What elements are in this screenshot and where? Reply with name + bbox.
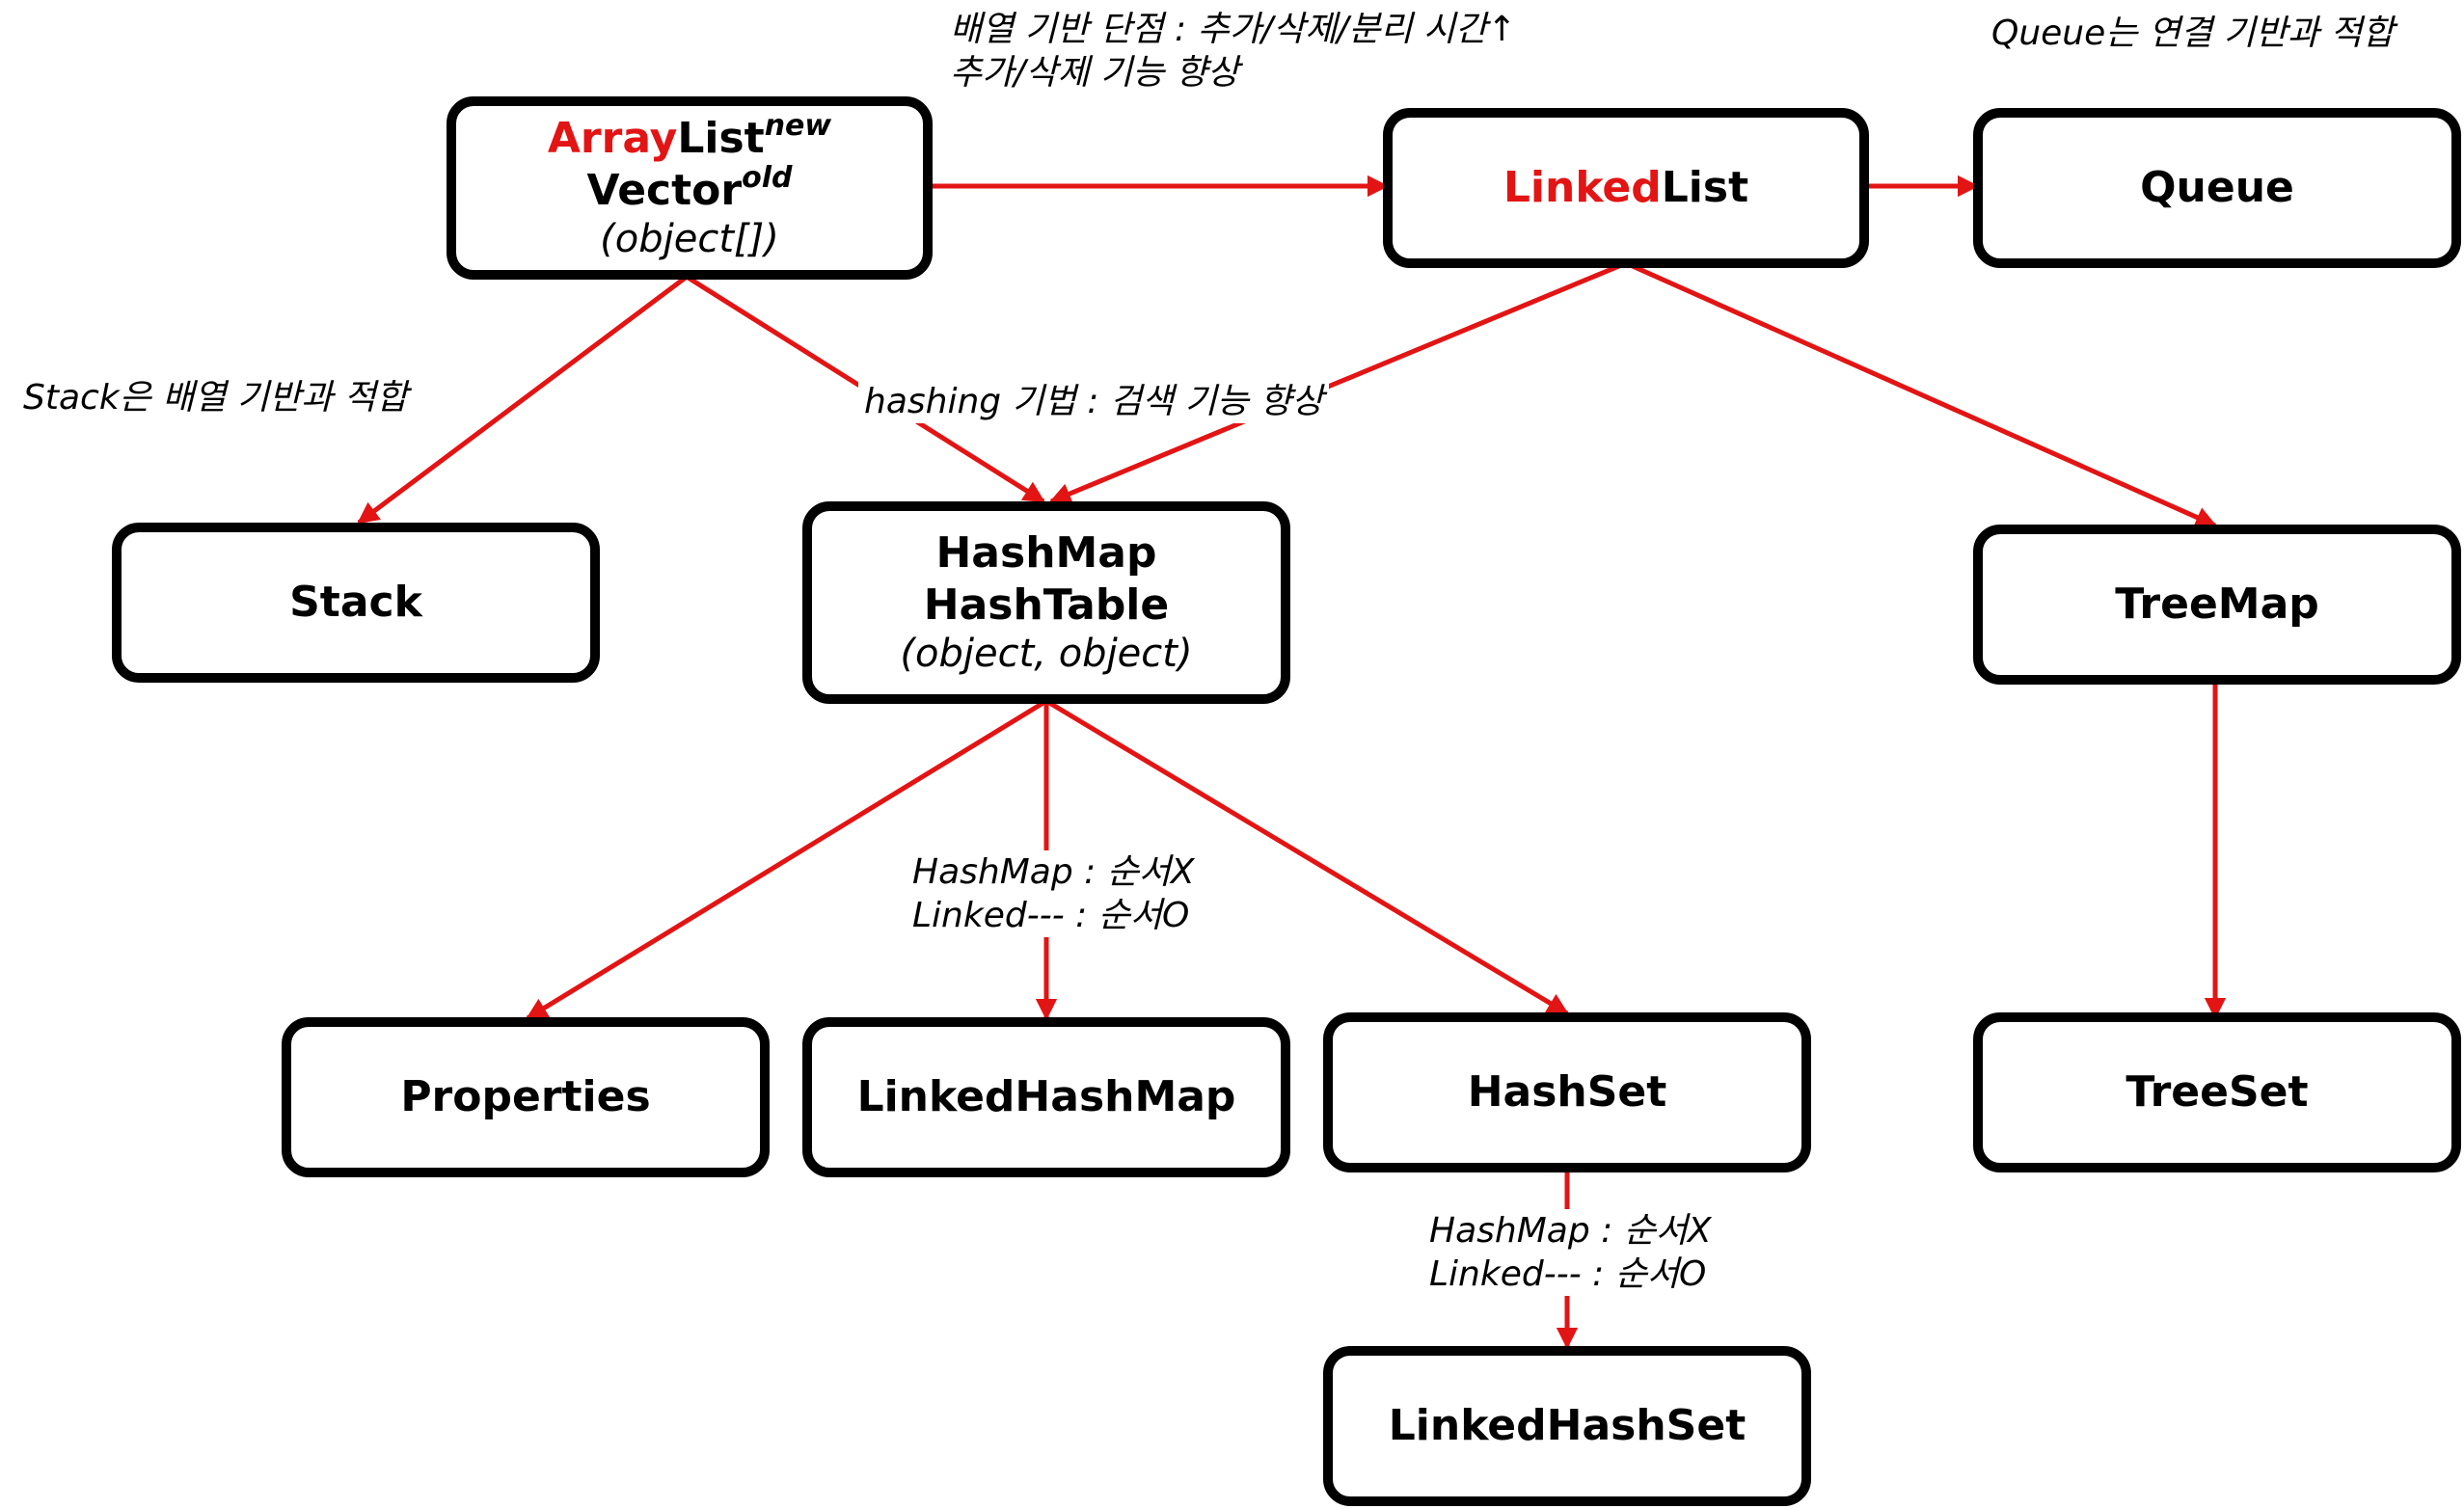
edge-arraylist-stack xyxy=(357,275,689,525)
node-linkedlist: LinkedList xyxy=(1383,108,1869,268)
edge-linkedlist-treemap xyxy=(1624,260,2218,528)
node-stack-title: Stack xyxy=(289,578,422,628)
node-hashset-title: HashSet xyxy=(1467,1067,1667,1118)
node-hashmap-subtitle: (object, object) xyxy=(900,632,1193,677)
note-order-set-line2: Linked--- : 순서O xyxy=(1429,1254,1707,1294)
node-stack: Stack xyxy=(112,523,600,683)
note-array-drawback-line1: 배열 기반 단점 : 추가/삭제/분리 시간↑ xyxy=(950,10,1517,49)
node-linkedlist-title: LinkedList xyxy=(1503,162,1748,214)
note-order-set: HashMap : 순서X Linked--- : 순서O xyxy=(1423,1209,1718,1296)
node-hashset: HashSet xyxy=(1323,1012,1811,1172)
vector-label: Vector xyxy=(586,165,743,215)
note-queue-linked: Queue는 연결 기반과 적합 xyxy=(1991,13,2395,53)
node-treeset: TreeSet xyxy=(1973,1012,2461,1172)
note-array-drawback: 배열 기반 단점 : 추가/삭제/분리 시간↑ 추가/삭제 기능 향상 xyxy=(950,8,1516,94)
node-treeset-title: TreeSet xyxy=(2126,1067,2309,1118)
node-queue-title: Queue xyxy=(2140,163,2294,213)
edge-hashmap-hashset xyxy=(1044,698,1569,1016)
node-treemap: TreeMap xyxy=(1973,525,2461,685)
note-stack-array: Stack은 배열 기반과 적합 xyxy=(23,378,408,418)
linkedlist-suffix: List xyxy=(1661,163,1749,213)
vector-old-sup: old xyxy=(742,160,793,195)
edge-hashmap-properties xyxy=(526,698,1048,1021)
note-hashing: hashing 기법 : 검색 기능 향상 xyxy=(858,380,1330,423)
node-vector-title: Vectorold xyxy=(586,163,793,217)
linkedlist-prefix: Linked xyxy=(1503,163,1662,213)
node-linkedhashmap-title: LinkedHashMap xyxy=(856,1072,1236,1122)
node-hashmap-title: HashMap xyxy=(935,527,1157,578)
node-properties-title: Properties xyxy=(400,1072,651,1122)
node-arraylist-title: ArrayListnew xyxy=(547,111,831,165)
edge-linkedlist-hashmap xyxy=(1048,260,1627,504)
node-arraylist-subtitle: (object[]) xyxy=(600,217,779,262)
note-order-map: HashMap : 순서X Linked--- : 순서O xyxy=(907,850,1201,937)
node-hashmap: HashMap HashTable (object, object) xyxy=(802,501,1290,704)
note-array-drawback-line2: 추가/삭제 기능 향상 xyxy=(950,53,1239,93)
arraylist-prefix: Array xyxy=(547,113,678,163)
node-arraylist: ArrayListnew Vectorold (object[]) xyxy=(447,96,933,280)
node-queue: Queue xyxy=(1973,108,2461,268)
arraylist-suffix: List xyxy=(677,113,765,163)
arraylist-new-sup: new xyxy=(764,108,832,143)
node-linkedhashset-title: LinkedHashSet xyxy=(1388,1401,1746,1451)
note-order-set-line1: HashMap : 순서X xyxy=(1429,1211,1712,1251)
note-order-map-line1: HashMap : 순서X xyxy=(912,852,1195,892)
node-treemap-title: TreeMap xyxy=(2115,579,2319,630)
node-hashtable-title: HashTable xyxy=(923,579,1170,630)
node-linkedhashmap: LinkedHashMap xyxy=(802,1017,1290,1177)
note-order-map-line2: Linked--- : 순서O xyxy=(912,896,1190,935)
node-properties: Properties xyxy=(282,1017,770,1177)
node-linkedhashset: LinkedHashSet xyxy=(1323,1346,1811,1506)
